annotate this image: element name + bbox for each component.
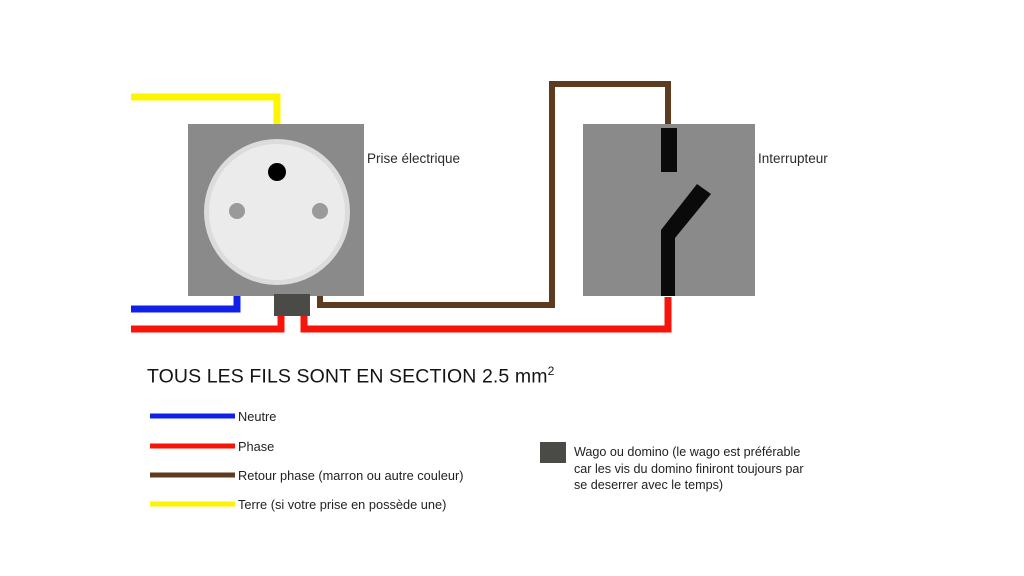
note-wago-swatch — [540, 442, 566, 463]
legend-item-label-terre: Terre (si votre prise en possède une) — [238, 497, 447, 512]
section-title-superscript: 2 — [547, 364, 555, 378]
device-label-switch: Interrupteur — [758, 151, 828, 166]
wago-connector[interactable] — [274, 294, 310, 316]
section-title-text: TOUS LES FILS SONT EN SECTION 2.5 mm — [147, 365, 548, 388]
switch-lever — [661, 184, 711, 296]
device-socket[interactable] — [188, 124, 364, 296]
wago-note-text: Wago ou domino (le wago est préférable c… — [574, 445, 804, 492]
legend-item-label-phase: Phase — [238, 439, 275, 454]
device-label-socket: Prise électrique — [367, 151, 461, 166]
section-title: TOUS LES FILS SONT EN SECTION 2.5 mm2 — [147, 364, 554, 389]
socket-phase-pin — [312, 203, 328, 219]
socket-neutral-pin — [229, 203, 245, 219]
socket-face — [209, 144, 345, 280]
socket-earth-pin — [268, 163, 286, 181]
switch-top-terminal — [661, 128, 677, 172]
legend-item-label-neutre: Neutre — [238, 409, 277, 424]
device-switch[interactable] — [583, 124, 755, 296]
legend-item-label-retour-phase: Retour phase (marron ou autre couleur) — [238, 468, 464, 483]
wire-phase-right — [300, 297, 672, 333]
